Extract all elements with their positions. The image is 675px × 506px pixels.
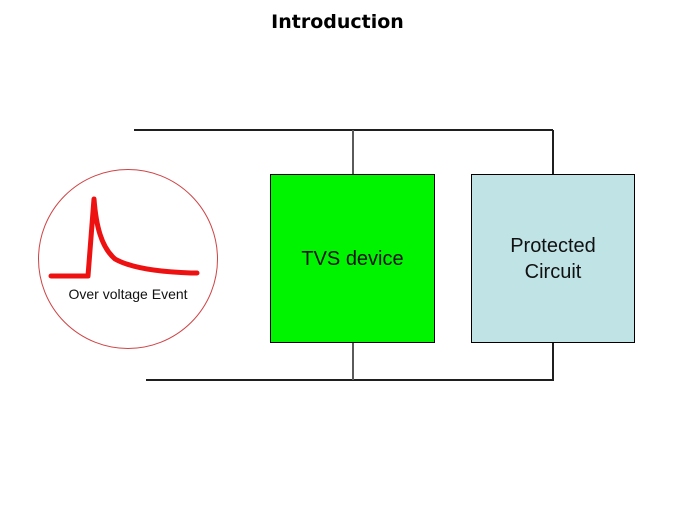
surge-waveform-path xyxy=(48,196,200,279)
overvoltage-event-circle: Over voltage Event xyxy=(38,169,218,349)
top-bus-line xyxy=(134,129,553,131)
protected-circuit-box: Protected Circuit xyxy=(471,174,635,343)
protected-circuit-label: Protected Circuit xyxy=(510,234,596,283)
slide-title: Introduction xyxy=(271,11,404,33)
protected-bottom-connector xyxy=(552,343,554,381)
protected-top-connector xyxy=(552,130,554,175)
tvs-top-connector xyxy=(352,130,354,175)
surge-waveform-icon xyxy=(48,196,200,279)
overvoltage-event-label: Over voltage Event xyxy=(68,286,188,302)
tvs-device-label: TVS device xyxy=(301,247,404,270)
tvs-bottom-connector xyxy=(352,343,354,380)
tvs-device-box: TVS device xyxy=(270,174,435,343)
bottom-bus-line xyxy=(146,379,553,381)
